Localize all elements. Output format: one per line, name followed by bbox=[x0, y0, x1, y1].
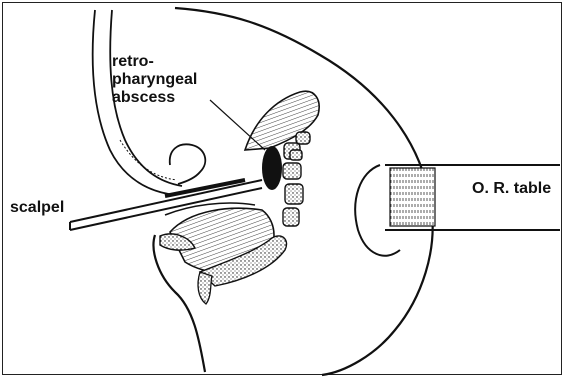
finger bbox=[170, 144, 206, 184]
or-table-label: O. R. table bbox=[472, 180, 551, 198]
abscess-mass bbox=[262, 146, 282, 190]
hyoid bbox=[198, 272, 212, 304]
abscess-label-line1: retro- bbox=[112, 53, 197, 71]
scalpel-label: scalpel bbox=[10, 199, 64, 217]
abscess-label-line2: pharyngeal bbox=[112, 71, 197, 89]
retropharyngeal-abscess-label: retro- pharyngeal abscess bbox=[112, 53, 197, 107]
cervical-spine bbox=[283, 132, 310, 226]
abscess-label-line3: abscess bbox=[112, 89, 197, 107]
